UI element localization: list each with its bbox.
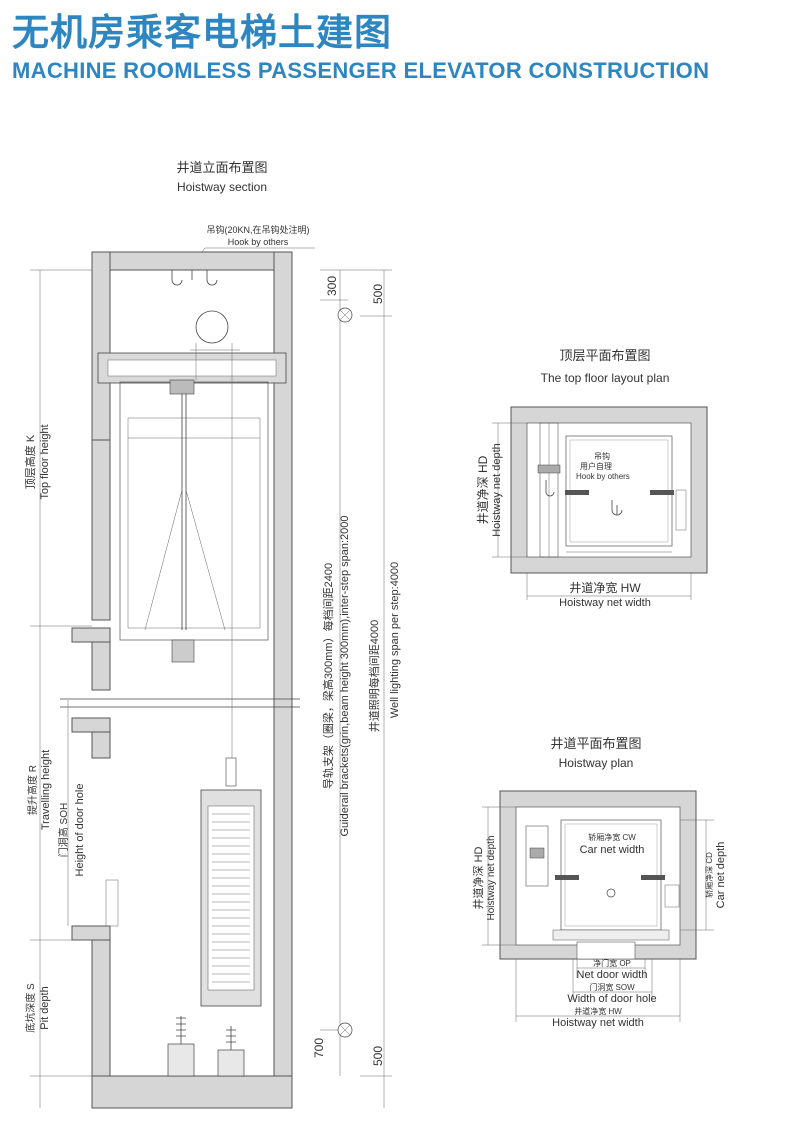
pit-label-cn: 底坑深度 S [24,983,37,1033]
door-hole-label-en: Height of door hole [74,784,86,877]
ceiling-slab [91,251,293,271]
plan-car-width-cn: 轿厢净宽 CW [588,832,636,842]
left-floor-slab-3 [71,925,111,941]
top-plan-heading-en: The top floor layout plan [541,371,670,385]
plan-car-depth-cn: 轿厢净深 CD [704,852,714,898]
counterweight-buffer [217,1049,245,1077]
guiderail-label-cn: 导轨支架（圈梁，梁高300mm）每档间距2400 [321,563,335,789]
top-plan-depth-en: Hoistway net depth [491,443,503,537]
plan-op-cn: 净门宽 OP [593,958,631,968]
plan-heading-en: Hoistway plan [559,756,634,770]
top-plan-width-cn: 井道净宽 HW [569,580,641,595]
plan-sow-en: Width of door hole [567,993,656,1005]
dim-500-bottom: 500 [371,1046,385,1066]
section-heading-en: Hoistway section [177,180,267,194]
pit-floor [91,1075,293,1109]
top-plan-hook-cn1: 吊钩 [594,451,610,461]
hoistway-section: 井道立面布置图 Hoistway section 吊钩(20KN,在吊钩处注明)… [23,160,401,1109]
plan-car-depth-en: Car net depth [715,842,727,909]
door-hole-label-cn: 门洞高 SOH [57,803,70,857]
lighting-label-en: Well lighting span per step:4000 [389,562,401,718]
top-plan-depth-cn: 井道净深 HD [476,455,490,524]
guiderail-label-en: Guiderail brackets(grin,beam height 300m… [339,516,351,837]
dim-300: 300 [325,276,339,296]
hook-icon [171,270,218,286]
pit-label-en: Pit depth [39,986,51,1029]
top-plan-hook-cn2: 用户自理 [580,461,612,471]
travel-label-cn: 提升高度 R [26,765,39,815]
hoistway-plan: 井道平面布置图 Hoistway plan 轿厢净宽 CW Car net wi… [471,736,727,1029]
left-floor-slab-1 [71,627,111,643]
plan-sow-cn: 门洞宽 SOW [589,982,635,992]
plan-hw-cn: 井道净宽 HW [574,1006,622,1016]
top-plan-hook-en: Hook by others [576,472,630,481]
plan-depth-cn: 井道净深 HD [471,846,485,909]
pulley-icon [195,310,229,344]
title-english: MACHINE ROOMLESS PASSENGER ELEVATOR CONS… [12,58,710,83]
section-heading-cn: 井道立面布置图 [176,160,267,175]
plan-op-en: Net door width [577,969,648,981]
dim-500-top: 500 [371,284,385,304]
top-floor-label-en: Top floor height [39,424,51,499]
top-floor-plan: 顶层平面布置图 The top floor layout plan 吊钩 用户自… [476,348,708,609]
left-wall-middle [91,439,111,621]
left-floor-slab-2 [71,717,111,733]
plan-car-width-en: Car net width [580,844,645,856]
left-wall-pier-1 [91,641,111,691]
car-buffer [167,1043,195,1077]
top-plan-heading-cn: 顶层平面布置图 [559,348,650,363]
dim-700: 700 [312,1038,326,1058]
plan-depth-en: Hoistway net depth [486,835,497,920]
plan-door-opening [576,941,636,960]
left-wall-upper [91,251,111,441]
travel-label-en: Travelling height [40,750,52,830]
top-plan-width-en: Hoistway net width [559,597,651,609]
hook-label-en: Hook by others [228,237,289,247]
hook-label-cn: 吊钩(20KN,在吊钩处注明) [206,224,309,235]
left-wall-pier-2 [91,731,111,759]
lighting-label-cn: 井道照明每档间距4000 [367,620,381,732]
title-chinese: 无机房乘客电梯土建图 [12,11,392,54]
elevator-car [119,381,269,641]
top-floor-label-cn: 顶层高度 K [23,434,37,489]
plan-heading-cn: 井道平面布置图 [550,736,641,751]
plan-hw-en: Hoistway net width [552,1017,644,1029]
plan-center-icon [606,888,616,898]
top-plan-hook-icon [611,500,623,516]
